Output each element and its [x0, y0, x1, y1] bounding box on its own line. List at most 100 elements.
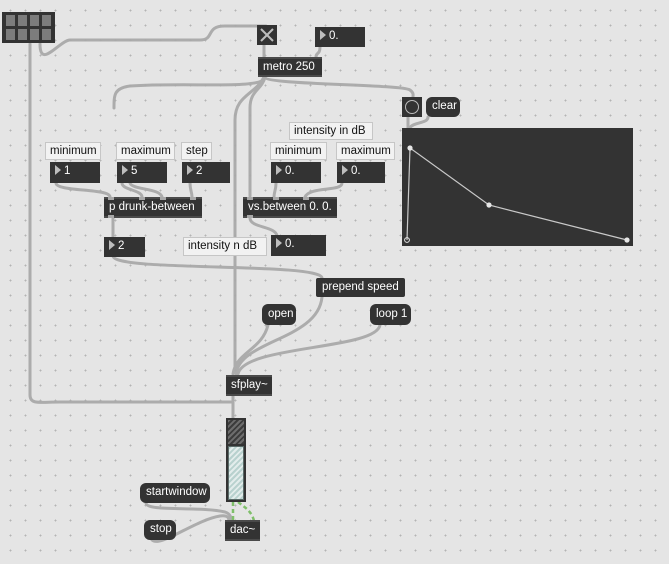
cord-clear-graph [408, 115, 430, 130]
grid-cell[interactable] [18, 29, 27, 40]
cord-dbmin-vs [272, 181, 278, 199]
matrixctrl-grid[interactable] [2, 12, 55, 43]
number-arrow-icon [109, 240, 115, 250]
comment-intensity-db: intensity in dB [289, 122, 373, 140]
metro-object[interactable]: metro 250 [258, 57, 322, 77]
graph-point[interactable] [486, 202, 492, 208]
cord-startwindow-dac [144, 501, 233, 523]
cord-number-metro [314, 45, 322, 59]
cord-open-sfplay [231, 323, 270, 376]
vs-between-object[interactable]: vs.between 0. 0. [243, 197, 337, 218]
sfplay-object[interactable]: sfplay~ [226, 375, 272, 396]
startwindow-message[interactable]: startwindow [140, 483, 210, 503]
number-value: 5 [131, 165, 138, 177]
comment-text: intensity in dB [294, 125, 366, 137]
grid-cell[interactable] [6, 15, 15, 26]
metro-interval-number[interactable]: 0. [315, 27, 365, 47]
grid-cell[interactable] [42, 15, 51, 26]
cord-metro-vs [248, 75, 267, 198]
cord-metro-sfplay [233, 75, 266, 374]
db-maximum-number[interactable]: 0. [337, 162, 385, 183]
object-label: p drunk-between [109, 201, 195, 213]
cord-vs-number [248, 216, 279, 238]
cord-grid-sfplay [28, 42, 234, 404]
graph-point[interactable] [404, 237, 410, 243]
number-value: 1 [64, 165, 71, 177]
message-label: stop [150, 523, 172, 535]
step-number[interactable]: 2 [182, 162, 230, 183]
comment-db-maximum: maximum [336, 142, 395, 160]
dac-object[interactable]: dac~ [225, 520, 260, 541]
comment-minimum: minimum [45, 142, 101, 160]
clear-message[interactable]: clear [426, 97, 460, 117]
drunk-output-number[interactable]: 2 [104, 237, 145, 257]
number-arrow-icon [55, 165, 61, 175]
comment-text: intensity n dB [188, 240, 258, 252]
toggle-x-icon [260, 28, 274, 42]
bang-icon [405, 100, 419, 114]
number-arrow-icon [187, 165, 193, 175]
db-output-number[interactable]: 0. [271, 235, 326, 256]
cord-metro-bang [263, 75, 415, 99]
loop-message[interactable]: loop 1 [370, 304, 411, 325]
level-meter[interactable] [226, 418, 246, 502]
number-value: 2 [196, 165, 203, 177]
minimum-number[interactable]: 1 [50, 162, 100, 183]
number-arrow-icon [320, 30, 326, 40]
function-curve [404, 145, 630, 243]
meter-peak-region [228, 420, 244, 444]
comment-db-minimum: minimum [270, 142, 327, 160]
cord-prepend-sfplay [234, 295, 324, 376]
comment-text: minimum [275, 145, 322, 157]
object-label: dac~ [230, 524, 256, 536]
object-label: sfplay~ [231, 379, 268, 391]
number-arrow-icon [122, 165, 128, 175]
function-graph[interactable] [402, 128, 633, 246]
object-label: metro 250 [263, 61, 315, 73]
bang-button[interactable] [402, 97, 422, 117]
grid-cell[interactable] [18, 15, 27, 26]
message-label: open [268, 308, 294, 320]
number-arrow-icon [342, 165, 348, 175]
number-value: 0. [351, 165, 361, 177]
graph-point[interactable] [407, 145, 413, 151]
cord-metro-drunk [112, 75, 267, 110]
db-minimum-number[interactable]: 0. [271, 162, 321, 183]
number-value: 0. [285, 165, 295, 177]
grid-cell[interactable] [30, 15, 39, 26]
stop-message[interactable]: stop [144, 520, 176, 540]
object-label: vs.between 0. 0. [248, 201, 332, 213]
cord-step-drunk [188, 181, 194, 199]
prepend-speed-object[interactable]: prepend speed [316, 278, 405, 297]
comment-step: step [181, 142, 212, 160]
number-value: 0. [329, 30, 339, 42]
open-message[interactable]: open [262, 304, 296, 325]
message-label: loop 1 [376, 308, 408, 320]
grid-cell[interactable] [30, 29, 39, 40]
number-value: 2 [118, 240, 125, 252]
comment-text: maximum [121, 145, 171, 157]
drunk-between-object[interactable]: p drunk-between [104, 197, 202, 218]
grid-cell[interactable] [42, 29, 51, 40]
object-label: prepend speed [322, 281, 399, 293]
meter-level-fill [228, 446, 244, 500]
comment-text: maximum [341, 145, 391, 157]
cord-dbmax-vs [303, 181, 344, 199]
cord-grid-toggle [38, 24, 268, 56]
number-arrow-icon [276, 165, 282, 175]
comment-text: minimum [50, 145, 97, 157]
toggle[interactable] [257, 25, 277, 45]
maximum-number[interactable]: 5 [117, 162, 167, 183]
grid-cell[interactable] [6, 29, 15, 40]
signal-cord-right [237, 500, 256, 522]
number-value: 0. [285, 238, 295, 250]
cord-loop-sfplay [236, 323, 382, 376]
comment-text: step [186, 145, 208, 157]
message-label: startwindow [146, 486, 207, 498]
cord-number-prepend [111, 254, 324, 280]
number-arrow-icon [276, 238, 282, 248]
cord-min-drunk [54, 181, 112, 199]
comment-intensity-db-bottom: intensity n dB [183, 237, 267, 256]
graph-point[interactable] [624, 237, 630, 243]
